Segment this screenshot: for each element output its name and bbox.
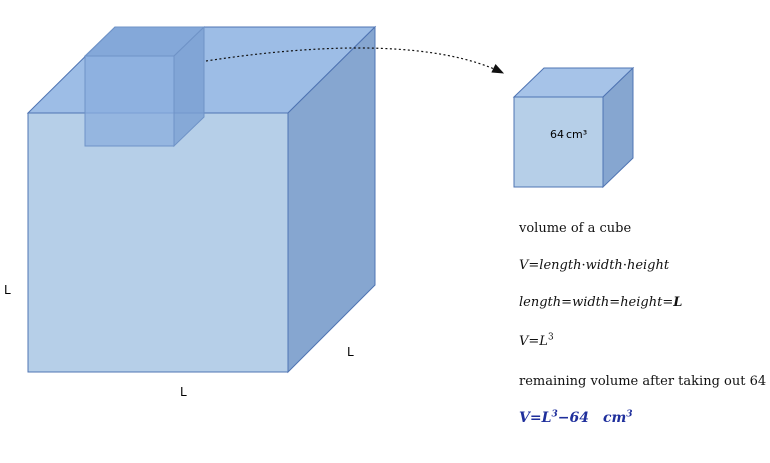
formula-exponent: 3	[551, 409, 558, 420]
formula-cube-volume: V=L3	[519, 332, 554, 349]
formula-unit-exponent: 3	[626, 409, 633, 420]
formula-width: width	[572, 295, 610, 310]
formula-l: L	[673, 295, 683, 310]
small-cube-volume-unit: cm³	[566, 128, 587, 141]
formula-equals: =	[662, 295, 674, 310]
big-cube-front-face	[27, 112, 289, 373]
formula-equals: =	[609, 295, 621, 310]
formula-unit: cm	[602, 410, 627, 426]
small-cube-front-face	[513, 96, 604, 188]
formula-remaining-text: remaining volume after taking out 64	[519, 374, 767, 389]
formula-v: V	[519, 334, 529, 349]
formula-equal-sides: length=width=height=L	[519, 295, 682, 310]
formula-volume-definition: V=length·width·height	[519, 258, 669, 273]
formula-height: height	[620, 295, 663, 310]
formula-height: height	[626, 258, 670, 273]
formula-width: width	[585, 258, 623, 273]
cutout-cube-side-face	[173, 25, 205, 148]
formula-exponent: 3	[547, 332, 554, 343]
formula-length: length	[539, 258, 582, 273]
cutout-cube-front-face	[84, 55, 175, 147]
formula-l: L	[539, 334, 548, 349]
move-arrow	[205, 47, 505, 74]
formula-equals: =	[528, 258, 540, 273]
formula-minus-64: −64	[557, 410, 589, 426]
formula-title: volume of a cube	[519, 221, 632, 236]
formula-dot: ·	[622, 258, 627, 273]
formula-equals: =	[561, 295, 573, 310]
formula-l: L	[541, 410, 552, 426]
formula-v: V	[519, 410, 530, 426]
big-cube-height-label: L	[4, 283, 11, 297]
big-cube-width-label: L	[180, 385, 187, 399]
cutout-cube	[83, 25, 206, 148]
small-cube-volume-value: 64	[550, 128, 564, 141]
formula-equals: =	[528, 334, 540, 349]
formula-length: length	[519, 295, 562, 310]
formula-dot: ·	[581, 258, 586, 273]
formula-v: V	[519, 258, 529, 273]
big-cube-depth-label: L	[347, 345, 354, 359]
formula-equals: =	[529, 410, 542, 426]
